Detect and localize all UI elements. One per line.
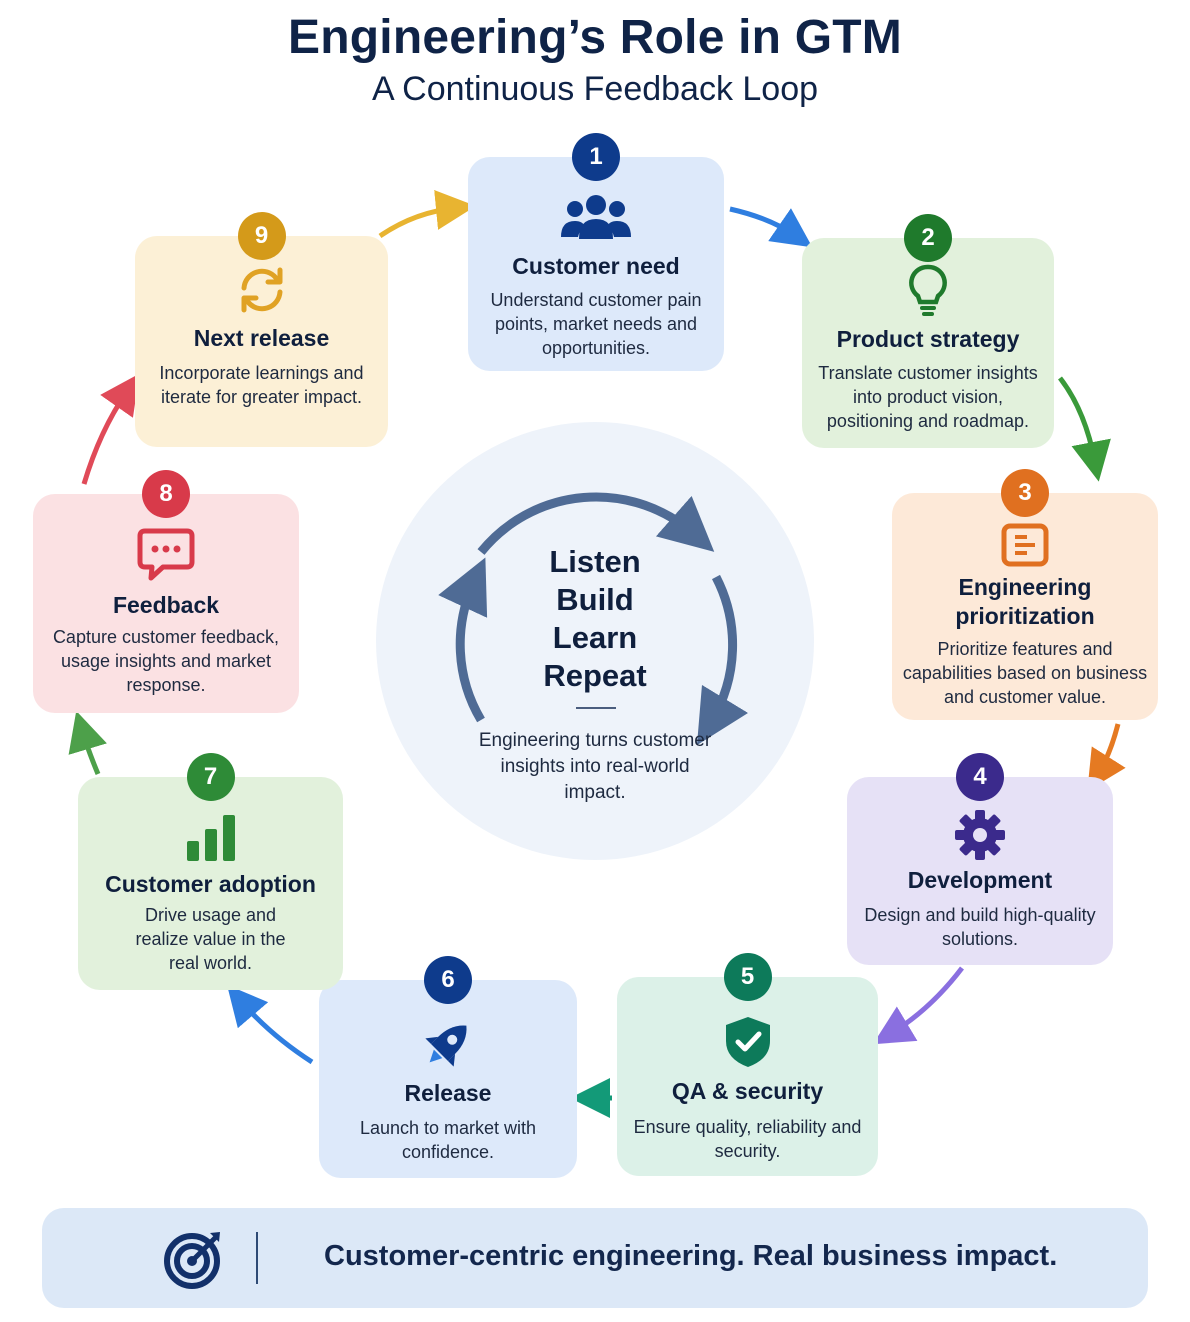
step-number-badge: 1 [572,133,620,181]
step-card-customer-need: 1 Customer need Understand customer pain… [468,133,724,371]
step-description: Launch to market with confidence. [359,1118,537,1162]
step-title: Customer need [512,253,680,279]
motto-word-build: Build [556,582,634,617]
step-description: Translate customer insights into product… [818,363,1038,431]
step-title: Engineering prioritization [955,574,1095,629]
bar-chart-icon [185,811,237,866]
step-title: Development [907,867,1053,893]
gear-icon [954,809,1006,866]
center-motto: Listen Build Learn Repeat [495,543,695,695]
step-title: Release [404,1080,492,1106]
step-description: Understand customer pain points, market … [490,290,702,358]
step-number-badge: 5 [723,953,772,1001]
step-number-badge: 6 [424,956,472,1004]
step-description: Capture customer feedback, usage insight… [52,627,280,695]
target-icon [162,1228,224,1295]
step-title: Next release [193,325,330,351]
step-title: QA & security [671,1078,824,1104]
shield-check-icon [724,1015,772,1074]
center-description: Engineering turns customer insights into… [478,730,712,803]
step-card-development: 4 Development Design and build high-qual… [847,753,1113,965]
page-title: Engineering’s Role in GTM [288,11,902,64]
step-description: Incorporate learnings and iterate for gr… [159,363,364,407]
step-description: Drive usage and realize value in the rea… [135,905,286,973]
lightbulb-icon [908,264,948,321]
step-number-badge: 7 [186,753,235,801]
step-description: Design and build high-quality solutions. [864,905,1096,949]
step-description: Ensure quality, reliability and security… [633,1117,862,1161]
footer-banner: Customer-centric engineering. Real busin… [42,1208,1148,1308]
center-divider [576,707,616,709]
footer-divider [256,1232,258,1284]
step-number-badge: 9 [237,212,286,260]
center-circle [376,422,814,860]
cycle-arrows-icon [438,492,749,746]
list-icon [1001,523,1049,572]
step-card-qa-security: 5 QA & security Ensure quality, reliabil… [617,953,878,1176]
motto-word-listen: Listen [549,544,641,579]
step-number-badge: 4 [956,753,1004,801]
step-description: Prioritize features and capabilities bas… [902,639,1148,707]
motto-word-learn: Learn [552,620,638,655]
step-card-engineering-prioritization: 3 Engineering prioritization Prioritize … [892,469,1158,720]
page-subtitle: A Continuous Feedback Loop [371,70,819,108]
rocket-icon [420,1016,476,1077]
chat-bubble-icon [137,528,195,587]
step-number-badge: 8 [142,470,190,518]
step-number-badge: 2 [904,214,952,262]
step-number-badge: 3 [1001,469,1049,517]
step-title: Customer adoption [105,871,316,897]
step-card-next-release: 9 Next release Incorporate learnings and… [135,212,388,447]
users-icon [561,193,631,246]
step-card-feedback: 8 Feedback Capture customer feedback, us… [33,470,299,713]
footer-tagline: Customer-centric engineering. Real busin… [324,1240,1058,1272]
step-card-release: 6 Release Launch to market with confiden… [319,956,577,1178]
step-title: Product strategy [836,326,1020,352]
motto-word-repeat: Repeat [543,658,647,693]
step-card-product-strategy: 2 Product strategy Translate customer in… [802,214,1054,448]
refresh-icon [236,264,288,321]
step-card-customer-adoption: 7 Customer adoption Drive usage and real… [78,753,343,990]
step-title: Feedback [112,592,220,618]
